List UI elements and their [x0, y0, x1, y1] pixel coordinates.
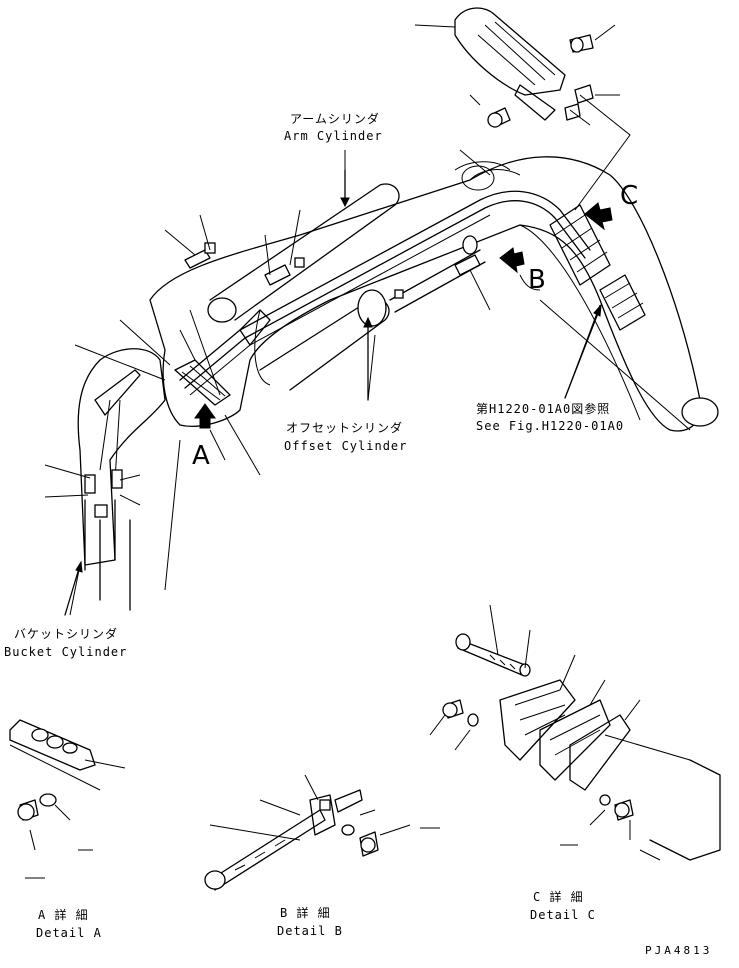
callout-b: B [528, 265, 546, 295]
detail-a-drawing [9, 719, 126, 879]
detail-a-label-jp: A 詳 細 [38, 908, 89, 922]
detail-c-drawing [429, 604, 721, 861]
fittings-arm [184, 242, 481, 299]
bucket-cylinder-label-en: Bucket Cylinder [4, 645, 128, 659]
detail-b-label-jp: B 詳 細 [280, 906, 331, 920]
boom-assembly [149, 156, 719, 432]
callout-c: C [620, 181, 639, 211]
hose-block-a [174, 359, 231, 406]
bucket-cylinder-label-jp: バケットシリンダ [14, 627, 119, 641]
detail-c-label-en: Detail C [530, 908, 596, 922]
detail-b-drawing [204, 774, 440, 891]
arm-cylinder [207, 183, 400, 386]
callout-a: A [192, 441, 210, 471]
detail-b-label-en: Detail B [277, 924, 343, 938]
callout-curves [519, 274, 691, 431]
offset-cylinder-label-jp: オフセットシリンダ [286, 421, 404, 435]
fittings-bucket [84, 469, 123, 518]
drawing-number: PJA4813 [645, 944, 713, 957]
hose-bundle [179, 190, 591, 396]
offset-cylinder-label-en: Offset Cylinder [284, 439, 408, 453]
detail-c-label-jp: C 詳 細 [533, 890, 584, 904]
see-fig-label-en: See Fig.H1220-01A0 [476, 419, 625, 433]
bucket-cylinder [77, 348, 166, 611]
cover-bracket [454, 7, 566, 121]
offset-cylinder [259, 235, 486, 391]
see-fig-label-jp: 第H1220-01A0図参照 [476, 402, 611, 416]
bolts-top [487, 34, 594, 128]
detail-a-label-en: Detail A [36, 926, 102, 940]
arm-cylinder-label-en: Arm Cylinder [284, 129, 383, 143]
arrows [64, 169, 613, 616]
hose-block-c [549, 204, 646, 331]
arm-cylinder-label-jp: アームシリンダ [290, 112, 380, 126]
leader-lines-main [44, 24, 631, 616]
